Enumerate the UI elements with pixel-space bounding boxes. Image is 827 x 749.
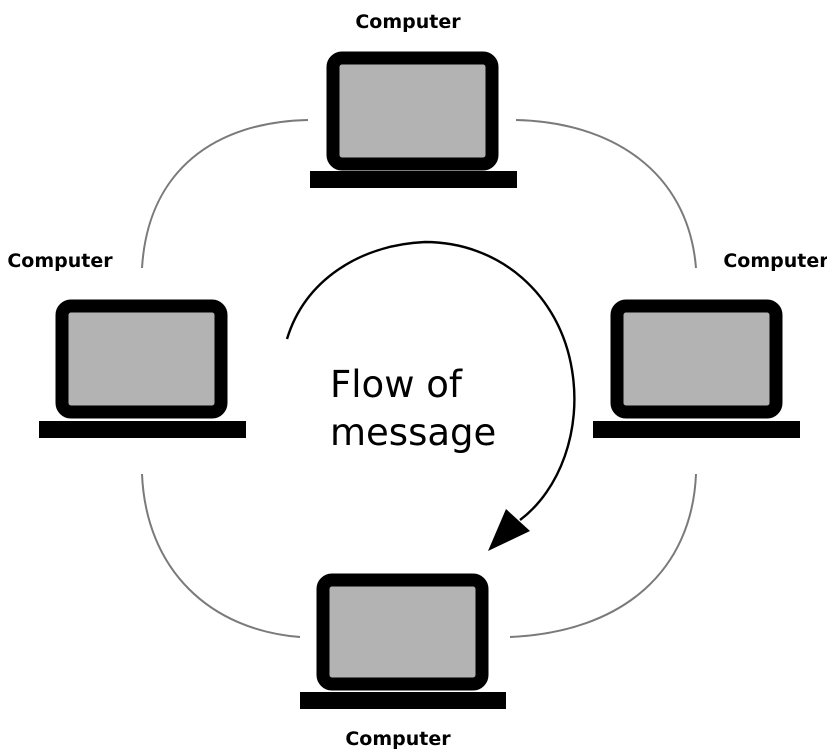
node-label-bottom: Computer (345, 728, 451, 749)
link-left-bottom (141, 473, 301, 638)
laptop-icon (39, 299, 246, 438)
flow-arrow-curve (285, 240, 576, 521)
laptop-keyboard-base (310, 171, 517, 188)
laptop-keyboard-base (39, 421, 246, 438)
flow-label-line-1: Flow of (330, 363, 463, 406)
flow-label: Flow of message (330, 363, 496, 454)
flow-arrow-head (488, 509, 530, 551)
laptop-keyboard-base (300, 692, 506, 709)
computer-left: Computer (7, 250, 246, 438)
laptop-screen (326, 51, 499, 171)
laptop-screen (610, 299, 783, 419)
computer-top: Computer (310, 11, 517, 188)
link-top-left (141, 119, 309, 269)
laptop-icon (310, 51, 517, 188)
laptop-keyboard-base (593, 421, 800, 438)
node-label-right: Computer (723, 250, 827, 272)
laptop-screen (316, 573, 489, 691)
flow-label-line-2: message (330, 411, 496, 454)
computer-bottom: Computer (300, 573, 506, 749)
laptop-icon (300, 573, 506, 709)
node-label-top: Computer (355, 11, 461, 33)
node-label-left: Computer (7, 250, 113, 272)
laptop-icon (593, 299, 800, 438)
computer-right: Computer (593, 250, 827, 438)
laptop-screen (55, 299, 228, 419)
curved-arrow-icon (285, 240, 576, 551)
link-top-right (515, 119, 697, 269)
ring-links (141, 119, 697, 638)
link-right-bottom (509, 473, 697, 638)
